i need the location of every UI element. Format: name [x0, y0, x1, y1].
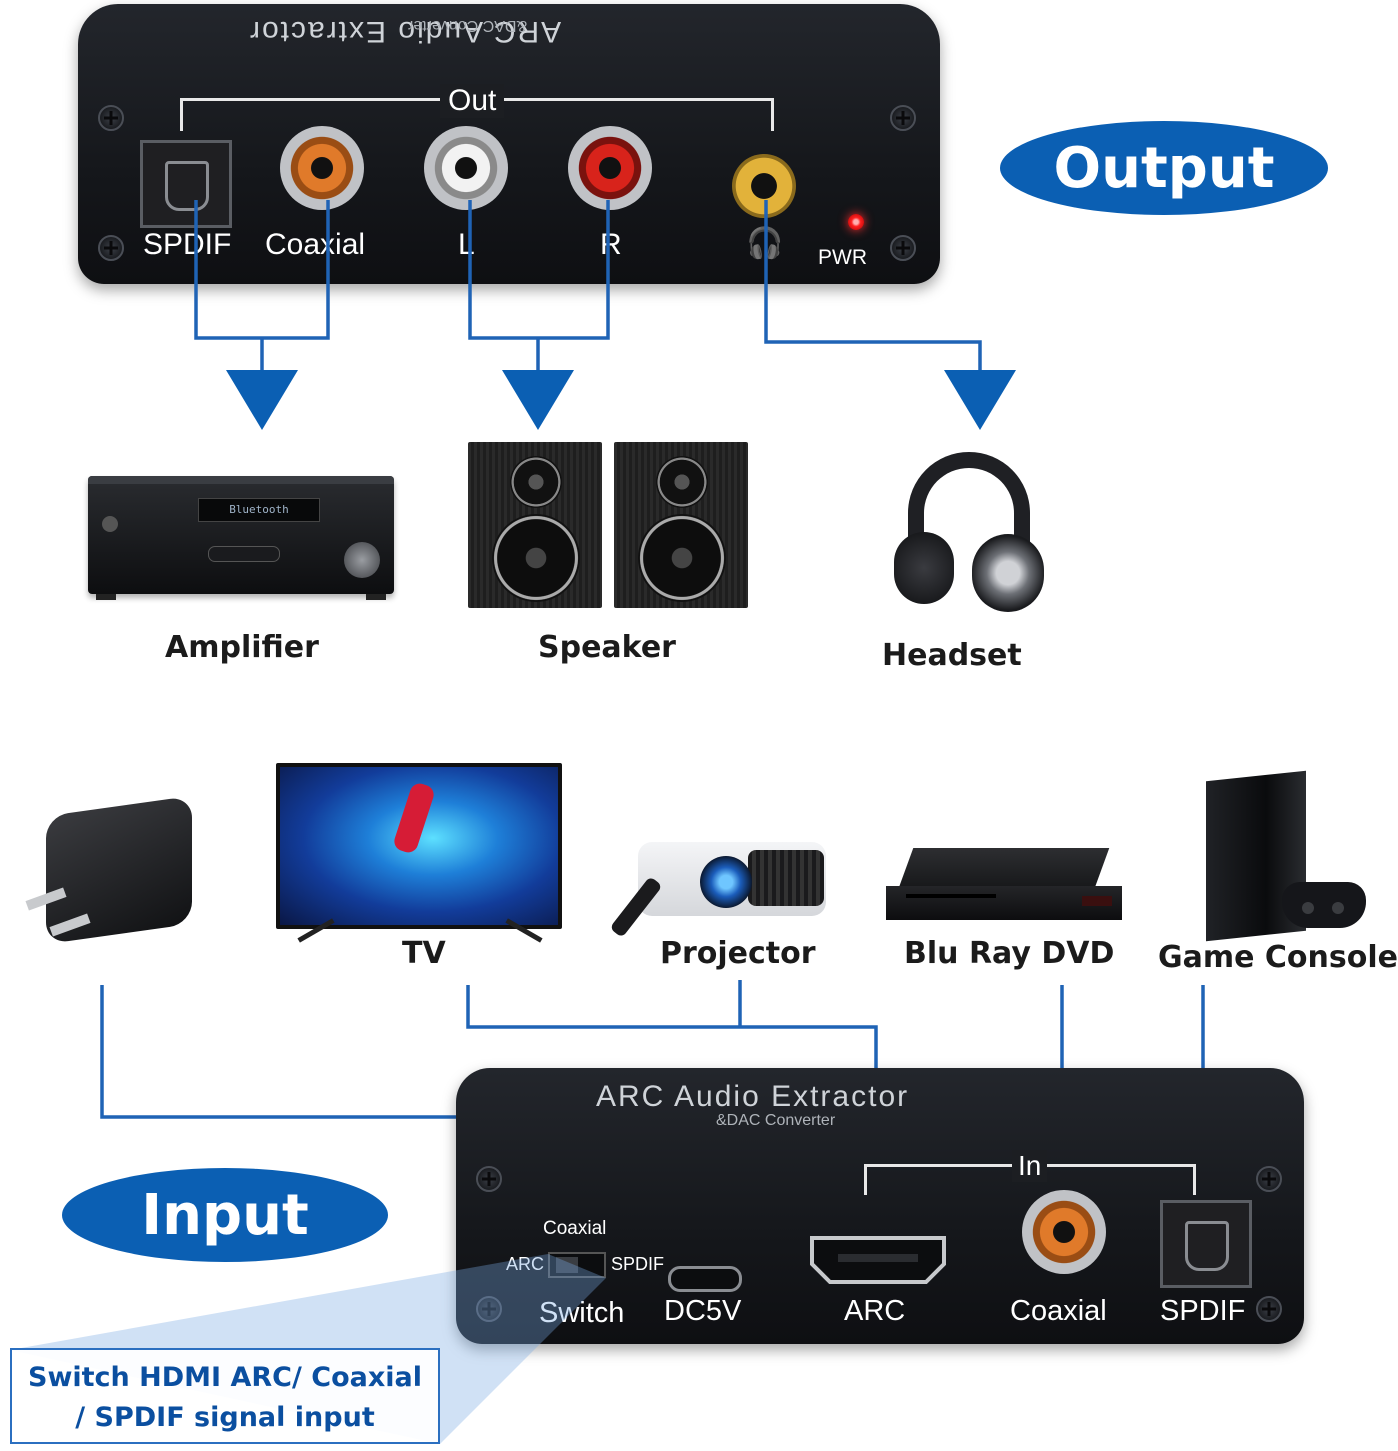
coaxial-input-jack-icon [1022, 1190, 1106, 1274]
arrow-down-icon [226, 370, 298, 430]
woofer-icon [492, 514, 580, 602]
headphone-jack-icon [732, 154, 796, 218]
switch-coaxial-label: Coaxial [543, 1218, 607, 1239]
game-console-image [1198, 770, 1366, 942]
switch-arc-label: ARC [506, 1254, 544, 1275]
out-label: Out [440, 84, 505, 118]
volume-knob-icon [344, 542, 380, 578]
bluray-caption: Blu Ray DVD [904, 936, 1115, 971]
spdif-input-port-icon [1160, 1200, 1252, 1288]
arrow-down-icon [944, 370, 1016, 430]
right-label: R [600, 228, 622, 261]
output-badge: Output [1000, 121, 1328, 215]
gamepad-icon [1282, 882, 1366, 928]
spdif-label: SPDIF [143, 228, 232, 261]
screw-icon [476, 1296, 502, 1322]
console-caption: Game Console [1158, 940, 1398, 975]
input-brand-line1: ARC Audio Extractor [596, 1080, 910, 1113]
woofer-icon [638, 514, 726, 602]
hdmi-arc-port-icon [808, 1234, 948, 1286]
micro-usb-port-icon [668, 1266, 742, 1292]
coaxial-label: Coaxial [265, 228, 366, 261]
input-brand-line2: &DAC Converter [716, 1112, 836, 1129]
bluray-player-image [886, 848, 1122, 920]
input-badge: Input [62, 1168, 388, 1262]
tv-caption: TV [402, 936, 446, 971]
spdif-input-label: SPDIF [1160, 1295, 1246, 1327]
screw-icon [890, 105, 916, 131]
speaker-right-image [614, 442, 748, 608]
arc-label: ARC [844, 1295, 906, 1327]
spdif-optical-port-icon [140, 140, 232, 228]
power-button-icon [102, 516, 118, 532]
switch-spdif-label: SPDIF [611, 1254, 665, 1274]
left-rca-jack-icon [424, 126, 508, 210]
switch-note-line1: Switch HDMI ARC/ Coaxial [28, 1362, 422, 1393]
tweeter-icon [656, 456, 708, 508]
input-selector-switch[interactable] [548, 1252, 606, 1278]
screw-icon [98, 235, 124, 261]
switch-label: Switch [539, 1297, 625, 1329]
headset-image [894, 452, 1044, 612]
speaker-caption: Speaker [538, 630, 676, 665]
screw-icon [98, 105, 124, 131]
switch-note-line2: / SPDIF signal input [75, 1402, 375, 1433]
dc5v-label: DC5V [664, 1295, 742, 1327]
coaxial-input-label: Coaxial [1010, 1295, 1107, 1327]
switch-note: Switch HDMI ARC/ Coaxial / SPDIF signal … [10, 1348, 440, 1444]
amplifier-caption: Amplifier [165, 630, 319, 665]
headset-caption: Headset [882, 638, 1022, 673]
screw-icon [1256, 1166, 1282, 1192]
pwr-led-icon [848, 214, 864, 230]
coaxial-jack-icon [280, 126, 364, 210]
arrow-down-icon [502, 370, 574, 430]
screw-icon [890, 235, 916, 261]
tweeter-icon [510, 456, 562, 508]
screw-icon [476, 1166, 502, 1192]
pwr-label: PWR [818, 246, 867, 269]
projector-lens-icon [700, 856, 752, 908]
tv-image [276, 763, 562, 929]
projector-image [609, 834, 826, 938]
right-rca-jack-icon [568, 126, 652, 210]
projector-caption: Projector [660, 936, 816, 971]
in-label: In [1012, 1150, 1048, 1182]
screw-icon [1256, 1296, 1282, 1322]
amplifier-image: Bluetooth [88, 476, 394, 594]
amplifier-display: Bluetooth [198, 498, 320, 522]
speaker-left-image [468, 442, 602, 608]
